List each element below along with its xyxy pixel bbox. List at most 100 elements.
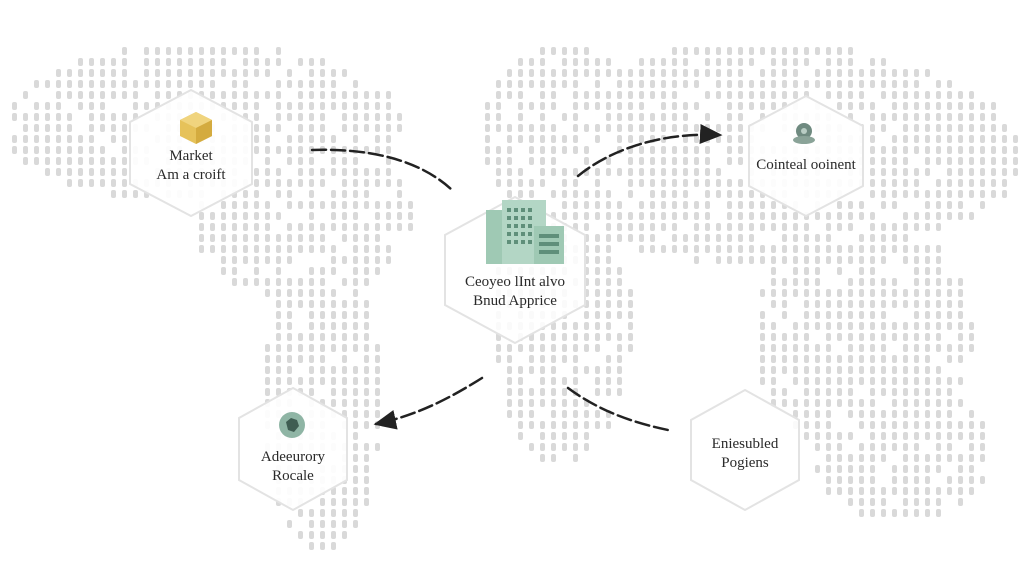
map-dot [45, 135, 50, 143]
map-dot [980, 190, 985, 198]
map-dot [309, 300, 314, 308]
map-dot [298, 179, 303, 187]
map-dot [716, 256, 721, 264]
map-dot [562, 168, 567, 176]
map-dot [837, 80, 842, 88]
map-dot [573, 58, 578, 66]
map-dot [903, 322, 908, 330]
map-dot [980, 421, 985, 429]
map-dot [386, 168, 391, 176]
map-dot [837, 300, 842, 308]
map-dot [749, 91, 754, 99]
map-dot [89, 91, 94, 99]
map-dot [617, 223, 622, 231]
map-dot [848, 91, 853, 99]
map-dot [958, 333, 963, 341]
map-dot [716, 80, 721, 88]
map-dot [936, 289, 941, 297]
map-dot [826, 465, 831, 473]
map-dot [705, 168, 710, 176]
map-dot [694, 223, 699, 231]
map-dot [364, 267, 369, 275]
map-dot [650, 201, 655, 209]
map-dot [199, 234, 204, 242]
map-dot [496, 124, 501, 132]
map-dot [969, 432, 974, 440]
map-dot [958, 102, 963, 110]
cointeal-hexagon [748, 94, 864, 218]
map-dot [771, 355, 776, 363]
map-dot [881, 91, 886, 99]
map-dot [870, 58, 875, 66]
map-dot [760, 377, 765, 385]
map-dot [716, 47, 721, 55]
map-dot [947, 399, 952, 407]
map-dot [353, 168, 358, 176]
map-dot [870, 179, 875, 187]
map-dot [903, 190, 908, 198]
map-dot [606, 333, 611, 341]
map-dot [34, 113, 39, 121]
map-dot [925, 201, 930, 209]
map-dot [100, 80, 105, 88]
map-dot [595, 311, 600, 319]
map-dot [727, 256, 732, 264]
map-dot [595, 267, 600, 275]
map-dot [584, 366, 589, 374]
map-dot [265, 212, 270, 220]
map-dot [199, 47, 204, 55]
map-dot [925, 333, 930, 341]
map-dot [331, 157, 336, 165]
map-dot [287, 256, 292, 264]
map-dot [221, 223, 226, 231]
map-dot [287, 179, 292, 187]
map-dot [496, 102, 501, 110]
map-dot [331, 201, 336, 209]
map-dot [573, 443, 578, 451]
map-dot [243, 256, 248, 264]
map-dot [540, 146, 545, 154]
map-dot [958, 421, 963, 429]
map-dot [925, 69, 930, 77]
map-dot [287, 223, 292, 231]
map-dot [34, 135, 39, 143]
map-dot [364, 300, 369, 308]
map-dot [881, 311, 886, 319]
map-dot [749, 47, 754, 55]
map-dot [529, 80, 534, 88]
map-dot [595, 168, 600, 176]
map-dot [78, 157, 83, 165]
map-dot [287, 333, 292, 341]
map-dot [375, 91, 380, 99]
map-dot [606, 322, 611, 330]
map-dot [518, 135, 523, 143]
map-dot [573, 344, 578, 352]
map-dot [705, 234, 710, 242]
map-dot [89, 157, 94, 165]
map-dot [529, 410, 534, 418]
map-dot [45, 168, 50, 176]
map-dot [771, 245, 776, 253]
map-dot [815, 377, 820, 385]
map-dot [364, 465, 369, 473]
map-dot [804, 344, 809, 352]
map-dot [89, 135, 94, 143]
map-dot [881, 300, 886, 308]
map-dot [672, 223, 677, 231]
map-dot [584, 212, 589, 220]
map-dot [331, 399, 336, 407]
map-dot [760, 91, 765, 99]
map-dot [826, 344, 831, 352]
map-dot [903, 168, 908, 176]
map-dot [353, 399, 358, 407]
map-dot [969, 322, 974, 330]
map-dot [716, 190, 721, 198]
map-dot [210, 234, 215, 242]
map-dot [958, 300, 963, 308]
map-dot [661, 124, 666, 132]
map-dot [276, 179, 281, 187]
map-dot [980, 201, 985, 209]
map-dot [45, 146, 50, 154]
map-dot [309, 234, 314, 242]
map-dot [320, 531, 325, 539]
